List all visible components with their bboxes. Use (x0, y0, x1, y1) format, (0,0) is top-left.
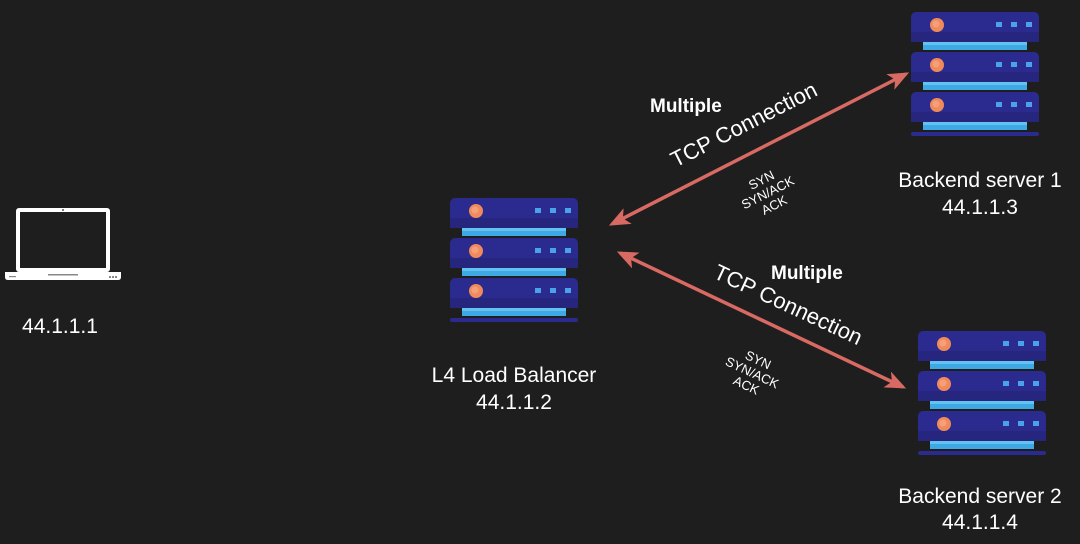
load-balancer-ip: 44.1.1.2 (476, 391, 552, 414)
load-balancer-name: L4 Load Balancer (431, 364, 597, 387)
arrow-lb-backend1 (608, 72, 910, 226)
backend1-ip: 44.1.1.3 (942, 196, 1018, 219)
backend2-name: Backend server 2 (898, 485, 1062, 508)
conn2-title: Multiple (771, 263, 843, 284)
backend1-name: Backend server 1 (898, 169, 1062, 192)
client-ip: 44.1.1.1 (22, 315, 98, 338)
backend2-ip: 44.1.1.4 (942, 511, 1018, 534)
conn1-title: Multiple (650, 96, 722, 117)
laptop-icon (5, 208, 121, 280)
arrow-lb-backend2 (616, 251, 907, 389)
